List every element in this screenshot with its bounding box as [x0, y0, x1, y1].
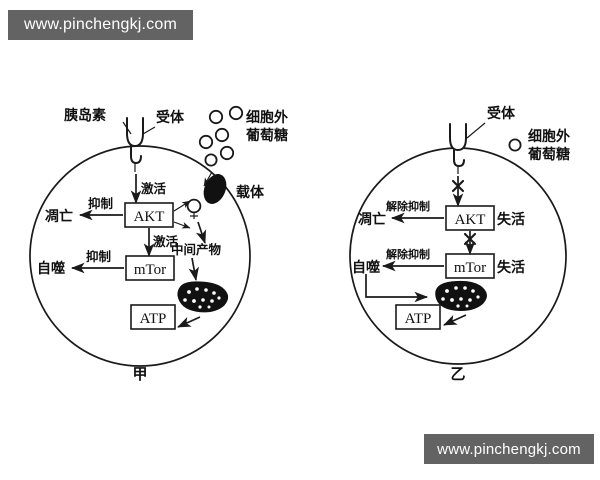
blocked-cross-icon-2	[463, 232, 477, 246]
left-mtor-label: mTor	[134, 262, 166, 278]
left-mitochondrion-icon	[177, 281, 229, 313]
left-inhibit-label-1: 抑制	[88, 196, 113, 211]
right-cell-id-label: 乙	[450, 365, 465, 383]
right-cell-group: 受体 细胞外 葡萄糖 AKT 失活 解除抑制 凋亡 mTor 失活	[349, 105, 570, 383]
left-receptor-leader	[142, 126, 156, 135]
right-receptor-label: 受体	[487, 105, 516, 122]
right-autophagy-label: 自噬	[352, 259, 380, 276]
right-atp-box	[395, 304, 441, 330]
right-glucose-label-line1: 细胞外	[528, 128, 570, 145]
left-glucose-transporter-icon	[186, 198, 202, 219]
left-autophagy-label: 自噬	[37, 260, 65, 277]
right-glucose-label-line2: 葡萄糖	[527, 146, 570, 163]
right-release-inhibit-label-1: 解除抑制	[386, 199, 430, 213]
right-autophagy-to-mito-arrow	[365, 274, 429, 303]
left-cell-group: 胰岛素 受体 细胞外 葡萄糖 载体 激活 AKT 抑制 凋亡	[29, 105, 288, 383]
left-activate-label-2: 激活	[153, 234, 179, 249]
left-atp-box	[130, 304, 176, 330]
left-intermediate-to-mito-arrow	[188, 257, 199, 282]
right-mitochondrion-icon	[435, 280, 487, 311]
glucose-carrier-icon	[203, 174, 227, 204]
left-akt-to-transporter-arrow	[173, 200, 191, 212]
left-insulin-label: 胰岛素	[64, 107, 106, 124]
insulin-receptor-icon-right	[449, 123, 467, 174]
left-transporter-to-intermediate-arrow	[196, 221, 207, 244]
left-insulin-leader	[122, 121, 132, 135]
right-receptor-leader	[466, 122, 486, 139]
left-glucose-label-line2: 葡萄糖	[245, 127, 288, 144]
left-cell-id-label: 甲	[132, 365, 147, 383]
insulin-receptor-icon-left	[126, 117, 144, 172]
watermark-top: www.pinchengkj.com	[8, 10, 193, 40]
right-atp-label: ATP	[405, 311, 432, 327]
right-akt-box	[445, 205, 495, 231]
left-atp-label: ATP	[140, 311, 167, 327]
right-glucose-molecule	[508, 138, 522, 152]
left-akt-label: AKT	[134, 209, 165, 225]
left-akt-branch-arrow	[173, 221, 191, 229]
right-mito-to-atp-arrow	[443, 314, 467, 326]
left-mito-to-atp-arrow	[177, 316, 201, 328]
right-akt-status-label: 失活	[497, 211, 525, 228]
left-glucose-label-line1: 细胞外	[246, 109, 288, 126]
left-glucose-molecules	[198, 105, 244, 167]
left-apoptosis-label: 凋亡	[45, 208, 73, 225]
left-receptor-label: 受体	[156, 109, 185, 126]
right-mtor-status-label: 失活	[497, 259, 525, 276]
right-akt-label: AKT	[455, 212, 486, 228]
left-mtor-box	[125, 255, 175, 281]
right-mtor-label: mTor	[454, 260, 486, 276]
blocked-cross-icon-1	[451, 179, 465, 193]
left-activate-label-1: 激活	[141, 181, 167, 196]
left-intermediate-label: 中间产物	[171, 242, 222, 257]
left-inhibit-label-2: 抑制	[86, 249, 111, 264]
left-cell-membrane	[29, 145, 251, 367]
right-apoptosis-label: 凋亡	[358, 211, 386, 228]
left-akt-box	[124, 202, 174, 228]
right-release-inhibit-label-2: 解除抑制	[386, 247, 430, 261]
left-glucose-uptake-arrow	[203, 171, 213, 187]
left-carrier-label: 载体	[236, 184, 265, 201]
right-mtor-box	[445, 253, 495, 279]
watermark-bottom: www.pinchengkj.com	[424, 434, 594, 464]
